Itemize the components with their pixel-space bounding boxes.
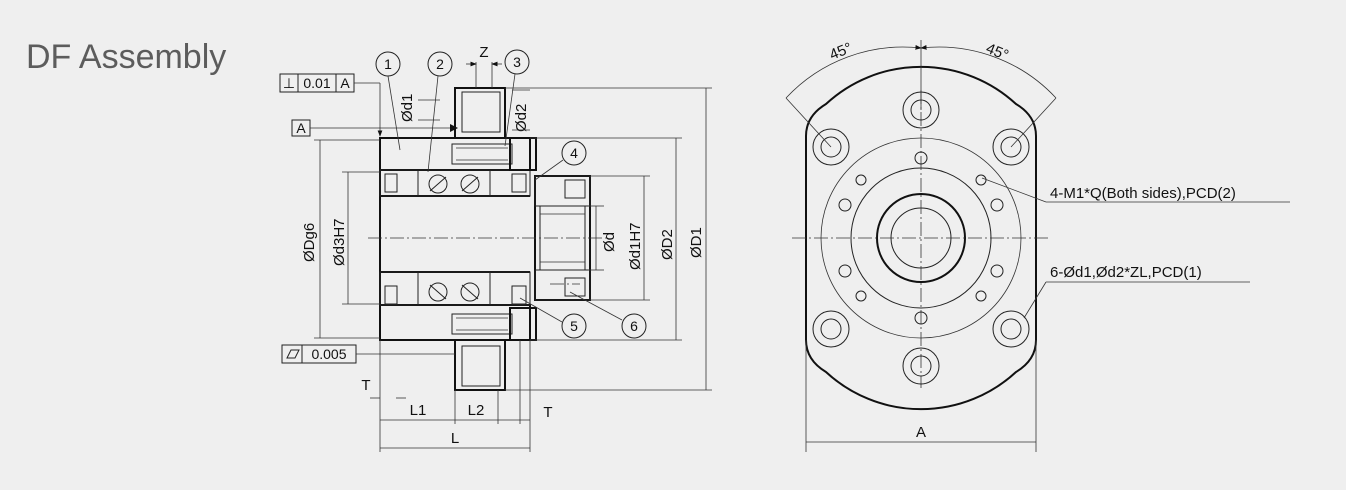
- d1h7-dimension: Ød1H7: [590, 175, 650, 301]
- svg-text:4-M1*Q(Both sides),PCD(2): 4-M1*Q(Both sides),PCD(2): [1050, 185, 1236, 202]
- balloon-2: 2: [427, 51, 453, 173]
- width-a-dimension: A: [805, 340, 1037, 452]
- angle-right-label: 45°: [984, 40, 1011, 64]
- svg-text:3: 3: [513, 54, 521, 70]
- d-dimension: Ød: [588, 205, 618, 271]
- svg-text:0.005: 0.005: [311, 346, 346, 362]
- side-section-view: [368, 87, 608, 391]
- svg-text:6-Ød1,Ød2*ZL,PCD(1): 6-Ød1,Ød2*ZL,PCD(1): [1050, 264, 1202, 281]
- svg-text:6: 6: [630, 318, 638, 334]
- svg-text:4: 4: [570, 145, 578, 161]
- svg-text:2: 2: [436, 56, 444, 72]
- l-label: L: [451, 430, 459, 447]
- D1-dimension: ØD1: [505, 87, 712, 391]
- svg-text:⊥: ⊥: [283, 75, 295, 91]
- svg-text:Ød1: Ød1: [399, 94, 416, 122]
- d1-dimension: Ød1: [399, 94, 440, 122]
- balloon-1: 1: [375, 51, 401, 151]
- front-view: [785, 40, 1057, 411]
- housing-section-lower: [379, 304, 531, 341]
- bottom-dimensions: T L1 L2 T L: [361, 340, 553, 452]
- svg-text:0.01: 0.01: [303, 75, 330, 91]
- balloon-3: 3: [504, 49, 530, 147]
- perpendicularity-frame: ⊥ 0.01 A: [279, 73, 383, 137]
- svg-text:ØD2: ØD2: [659, 229, 676, 260]
- tapped-holes: [838, 151, 1004, 325]
- svg-text:Ød: Ød: [601, 232, 618, 252]
- svg-text:1: 1: [384, 56, 392, 72]
- t-left-label: T: [361, 377, 370, 394]
- svg-text:5: 5: [570, 318, 578, 334]
- balloon-4: 4: [534, 140, 587, 181]
- svg-text:A: A: [296, 120, 306, 136]
- bolt-upper: [451, 143, 513, 165]
- callout-tapped: 4-M1*Q(Both sides),PCD(2): [981, 177, 1290, 203]
- bearing-lower: [417, 271, 491, 306]
- hole-bottom-left: [812, 310, 850, 348]
- svg-text:Z: Z: [479, 44, 488, 61]
- housing-section: [379, 137, 531, 171]
- hole-top-right: [992, 128, 1030, 166]
- hole-top-left: [812, 128, 850, 166]
- z-dimension: Z: [466, 44, 502, 88]
- flange: [454, 87, 506, 139]
- angle-left-label: 45°: [827, 39, 854, 63]
- balloon-5: 5: [519, 297, 587, 339]
- dg6-dimension: ØDg6: [301, 139, 380, 339]
- d2-dimension: Ød2: [512, 89, 530, 132]
- datum-a: A: [291, 119, 458, 137]
- svg-text:Ød2: Ød2: [513, 104, 530, 132]
- hole-bottom: [902, 347, 940, 385]
- svg-text:Ød3H7: Ød3H7: [331, 218, 348, 266]
- l1-label: L1: [410, 402, 427, 419]
- flatness-frame: 0.005: [281, 344, 455, 364]
- svg-text:ØDg6: ØDg6: [301, 223, 318, 262]
- balloon-6: 6: [569, 291, 647, 339]
- t-right-label: T: [543, 404, 552, 421]
- svg-text:Ød1H7: Ød1H7: [627, 222, 644, 270]
- callout-holes: 6-Ød1,Ød2*ZL,PCD(1): [1023, 264, 1250, 319]
- svg-text:A: A: [340, 75, 350, 91]
- bolt-lower: [451, 313, 513, 335]
- d3h7-dimension: Ød3H7: [331, 171, 380, 305]
- svg-text:ØD1: ØD1: [688, 227, 705, 258]
- hole-bottom-right: [992, 310, 1030, 348]
- l2-label: L2: [468, 402, 485, 419]
- bearing-upper: [417, 169, 491, 197]
- D2-dimension: ØD2: [530, 137, 682, 341]
- svg-text:A: A: [916, 424, 926, 441]
- page-title: DF Assembly: [26, 38, 227, 76]
